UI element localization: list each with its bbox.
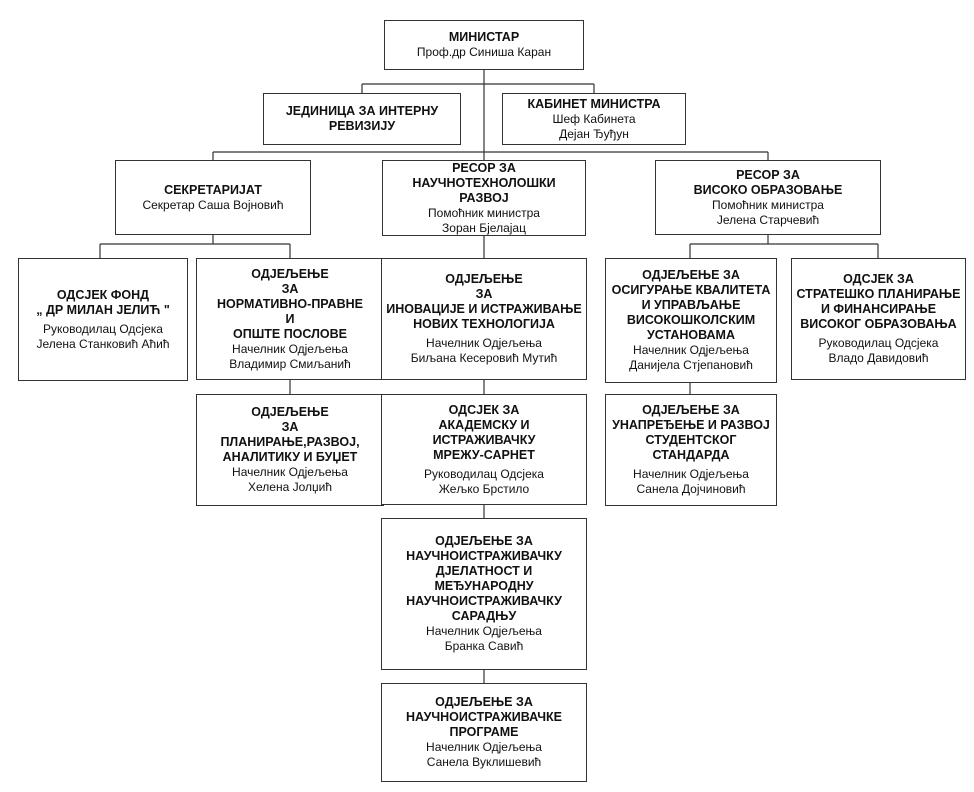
fund-section-box: ОДСЈЕК ФОНД „ ДР МИЛАН ЈЕЛИЋ " Руководил… bbox=[18, 258, 188, 381]
higher-education-sector-box: РЕСОР ЗА ВИСОКО ОБРАЗОВАЊЕ Помоћник мини… bbox=[655, 160, 881, 235]
higher-education-sector-head: Помоћник министра Јелена Старчевић bbox=[712, 197, 824, 227]
science-sector-head: Помоћник министра Зоран Бјелајац bbox=[428, 205, 540, 235]
student-standard-department-head: Начелник Одјељења Санела Дојчиновић bbox=[633, 467, 749, 496]
programs-department-head: Начелник Одјељења Санела Вуклишевић bbox=[426, 740, 542, 769]
secretariat-box: СЕКРЕТАРИЈАТ Секретар Саша Војновић bbox=[115, 160, 311, 235]
innovation-department-title: ОДЈЕЉЕЊЕ ЗА ИНОВАЦИЈЕ И ИСТРАЖИВАЊЕ НОВИ… bbox=[386, 272, 582, 331]
cabinet-head: Шеф Кабинета Дејан Ђуђун bbox=[552, 111, 636, 141]
research-department-head: Начелник Одјељења Бранка Савић bbox=[426, 624, 542, 653]
quality-department-title: ОДЈЕЉЕЊЕ ЗА ОСИГУРАЊЕ КВАЛИТЕТА И УПРАВЉ… bbox=[611, 268, 771, 342]
planning-department-box: ОДЈЕЉЕЊЕ ЗА ПЛАНИРАЊЕ,РАЗВОЈ, АНАЛИТИКУ … bbox=[196, 394, 384, 506]
strategic-planning-section-title: ОДСЈЕК ЗА СТРАТЕШКО ПЛАНИРАЊЕ И ФИНАНСИР… bbox=[796, 272, 961, 331]
research-department-box: ОДЈЕЉЕЊЕ ЗА НАУЧНОИСТРАЖИВАЧКУ ДЈЕЛАТНОС… bbox=[381, 518, 587, 670]
quality-department-box: ОДЈЕЉЕЊЕ ЗА ОСИГУРАЊЕ КВАЛИТЕТА И УПРАВЉ… bbox=[605, 258, 777, 383]
student-standard-department-box: ОДЈЕЉЕЊЕ ЗА УНАПРЕЂЕЊЕ И РАЗВОЈ СТУДЕНТС… bbox=[605, 394, 777, 506]
minister-name: Проф.др Синиша Каран bbox=[416, 45, 552, 59]
science-sector-title: РЕСОР ЗА НАУЧНОТЕХНОЛОШКИ РАЗВОЈ bbox=[412, 160, 556, 205]
strategic-planning-section-head: Руководилац Одсјека Владо Давидовић bbox=[818, 336, 939, 365]
internal-audit-box: ЈЕДИНИЦА ЗА ИНТЕРНУ РЕВИЗИЈУ bbox=[263, 93, 461, 145]
strategic-planning-section-box: ОДСЈЕК ЗА СТРАТЕШКО ПЛАНИРАЊЕ И ФИНАНСИР… bbox=[791, 258, 966, 380]
fund-section-title: ОДСЈЕК ФОНД „ ДР МИЛАН ЈЕЛИЋ " bbox=[36, 287, 170, 317]
secretariat-title: СЕКРЕТАРИЈАТ bbox=[164, 182, 262, 197]
normative-department-title: ОДЈЕЉЕЊЕ ЗА НОРМАТИВНО-ПРАВНЕ И ОПШТЕ ПО… bbox=[217, 266, 363, 341]
programs-department-title: ОДЈЕЉЕЊЕ ЗА НАУЧНОИСТРАЖИВАЧКЕ ПРОГРАМЕ bbox=[406, 695, 562, 739]
innovation-department-head: Начелник Одјељења Биљана Кесеровић Мутић bbox=[410, 336, 558, 365]
planning-department-head: Начелник Одјељења Хелена Јолџић bbox=[232, 465, 348, 494]
minister-box: МИНИСТАР Проф.др Синиша Каран bbox=[384, 20, 584, 70]
minister-title: МИНИСТАР bbox=[448, 30, 520, 44]
student-standard-department-title: ОДЈЕЉЕЊЕ ЗА УНАПРЕЂЕЊЕ И РАЗВОЈ СТУДЕНТС… bbox=[612, 403, 770, 462]
cabinet-title: КАБИНЕТ МИНИСТРА bbox=[527, 96, 661, 111]
sarnet-section-box: ОДСЈЕК ЗА АКАДЕМСКУ И ИСТРАЖИВАЧКУ МРЕЖУ… bbox=[381, 394, 587, 505]
planning-department-title: ОДЈЕЉЕЊЕ ЗА ПЛАНИРАЊЕ,РАЗВОЈ, АНАЛИТИКУ … bbox=[220, 405, 360, 464]
secretariat-head: Секретар Саша Војновић bbox=[142, 197, 284, 212]
higher-education-sector-title: РЕСОР ЗА ВИСОКО ОБРАЗОВАЊЕ bbox=[693, 167, 843, 197]
normative-department-box: ОДЈЕЉЕЊЕ ЗА НОРМАТИВНО-ПРАВНЕ И ОПШТЕ ПО… bbox=[196, 258, 384, 380]
programs-department-box: ОДЈЕЉЕЊЕ ЗА НАУЧНОИСТРАЖИВАЧКЕ ПРОГРАМЕ … bbox=[381, 683, 587, 782]
quality-department-head: Начелник Одјељења Данијела Стјепановић bbox=[629, 343, 753, 372]
research-department-title: ОДЈЕЉЕЊЕ ЗА НАУЧНОИСТРАЖИВАЧКУ ДЈЕЛАТНОС… bbox=[406, 534, 562, 623]
cabinet-box: КАБИНЕТ МИНИСТРА Шеф Кабинета Дејан Ђуђу… bbox=[502, 93, 686, 145]
internal-audit-title: ЈЕДИНИЦА ЗА ИНТЕРНУ РЕВИЗИЈУ bbox=[285, 104, 439, 133]
sarnet-section-head: Руководилац Одсјека Жељко Брстило bbox=[424, 466, 544, 496]
fund-section-head: Руководилац Одсјека Јелена Станковић Аћи… bbox=[36, 321, 170, 351]
sarnet-section-title: ОДСЈЕК ЗА АКАДЕМСКУ И ИСТРАЖИВАЧКУ МРЕЖУ… bbox=[432, 402, 536, 462]
normative-department-head: Начелник Одјељења Владимир Смиљанић bbox=[229, 341, 351, 371]
science-sector-box: РЕСОР ЗА НАУЧНОТЕХНОЛОШКИ РАЗВОЈ Помоћни… bbox=[382, 160, 586, 236]
innovation-department-box: ОДЈЕЉЕЊЕ ЗА ИНОВАЦИЈЕ И ИСТРАЖИВАЊЕ НОВИ… bbox=[381, 258, 587, 380]
